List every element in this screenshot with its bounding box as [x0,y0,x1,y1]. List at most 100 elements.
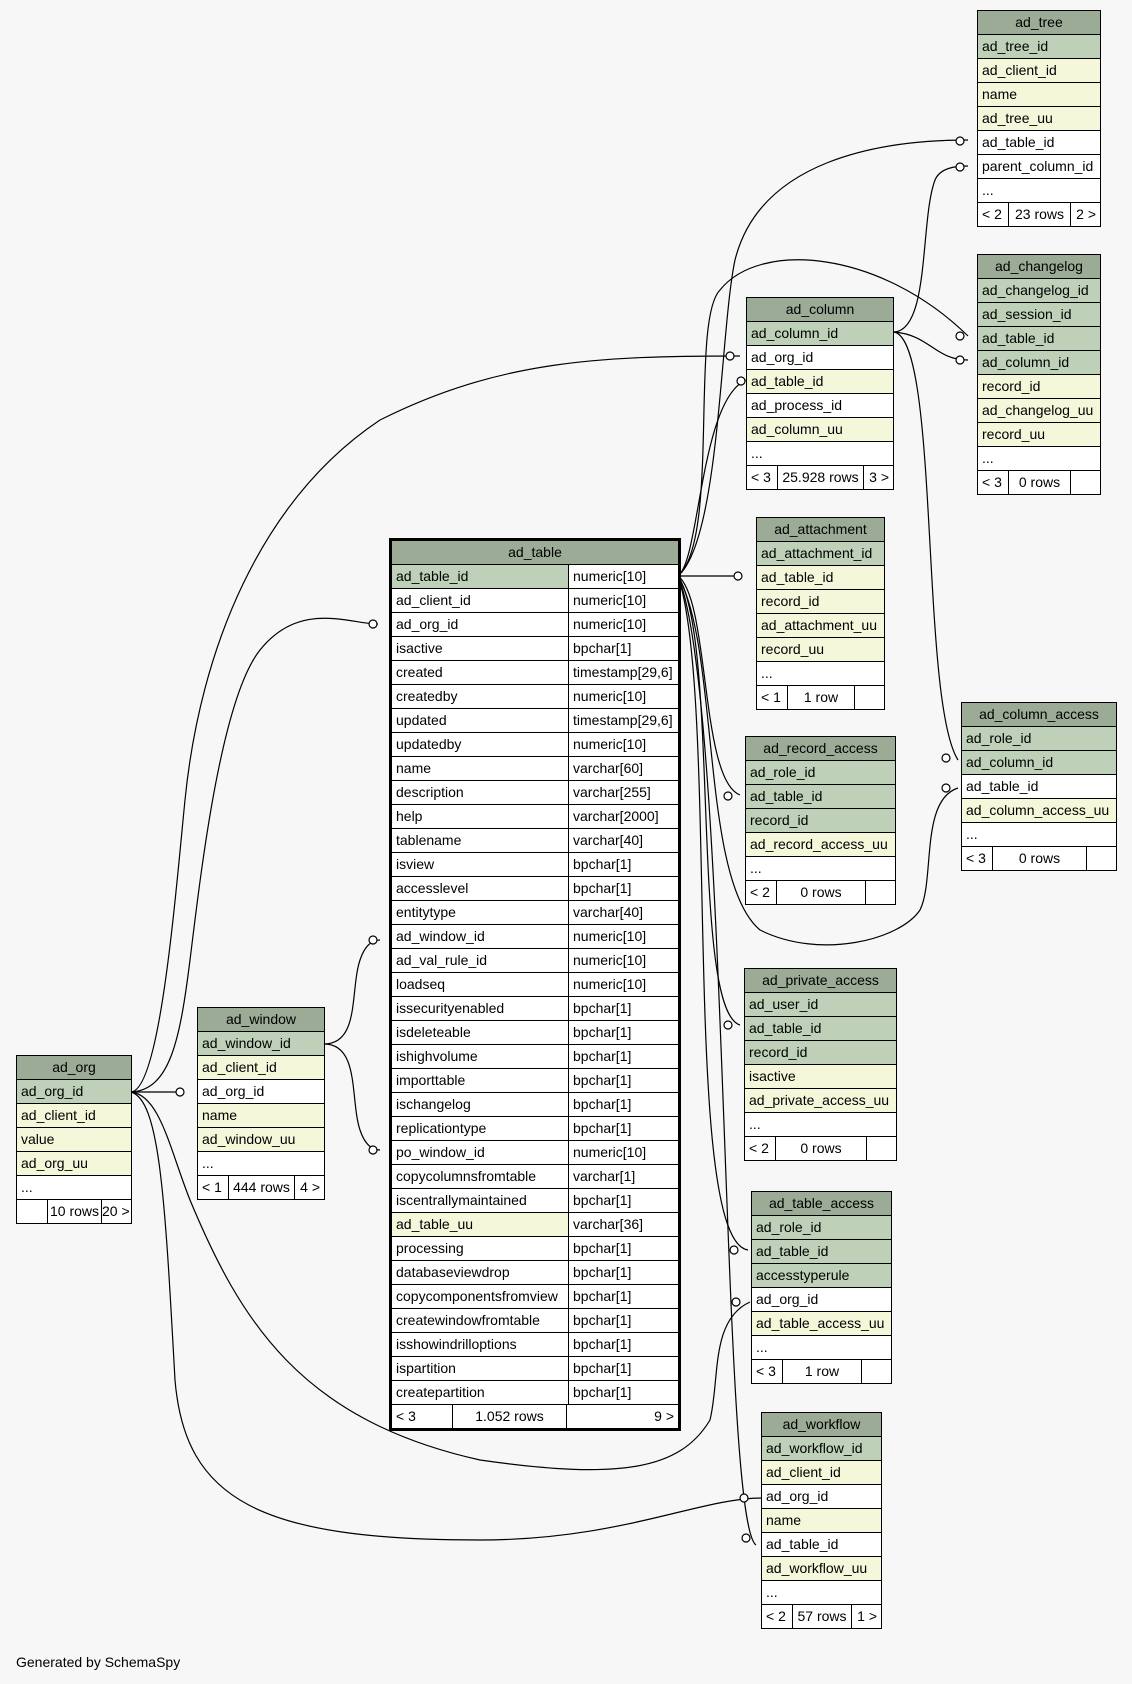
column-row[interactable]: ad_attachment_id [757,542,884,566]
column-row[interactable]: ad_window_id [198,1032,324,1056]
column-row[interactable]: ad_changelog_uu [978,399,1100,423]
column-row[interactable]: ad_private_access_uu [745,1089,896,1113]
column-row[interactable]: ... [745,1113,896,1137]
column-row[interactable]: ad_org_id [752,1288,891,1312]
column-row[interactable]: record_id [745,1041,896,1065]
column-row[interactable]: ad_org_id [747,346,893,370]
column-row[interactable]: ... [757,662,884,686]
column-row[interactable]: ad_client_id [762,1461,881,1485]
column-row[interactable]: ad_org_id [17,1080,131,1104]
column-row[interactable]: ad_window_uu [198,1128,324,1152]
column-row[interactable]: ad_column_access_uu [962,799,1116,823]
column-row[interactable]: ... [17,1176,131,1200]
column-row[interactable]: ad_session_id [978,303,1100,327]
column-row[interactable]: ad_org_id [762,1485,881,1509]
column-row[interactable]: accesstyperule [752,1264,891,1288]
column-row[interactable]: ad_table_id [747,370,893,394]
column-row[interactable]: ad_column_id [962,751,1116,775]
column-row[interactable]: ad_process_id [747,394,893,418]
column-row[interactable]: ad_org_uu [17,1152,131,1176]
column-row[interactable]: record_id [978,375,1100,399]
column-row[interactable]: ... [198,1152,324,1176]
column-row[interactable]: ad_table_id [746,785,895,809]
column-row[interactable]: ... [978,179,1100,203]
column-row[interactable]: ad_client_id [978,59,1100,83]
column-row[interactable]: ad_table_id [752,1240,891,1264]
column-row[interactable]: ad_workflow_id [762,1437,881,1461]
column-row[interactable]: record_id [757,590,884,614]
column-row[interactable]: ad_column_id [978,351,1100,375]
column-row[interactable]: ad_table_access_uu [752,1312,891,1336]
column-row[interactable]: ad_org_id [198,1080,324,1104]
column-row[interactable]: ... [746,857,895,881]
column-row[interactable]: ad_column_uu [747,418,893,442]
column-row[interactable]: ad_attachment_uu [757,614,884,638]
column-row[interactable]: ad_client_id [198,1056,324,1080]
column-row[interactable]: record_id [746,809,895,833]
column-row[interactable]: ... [762,1581,881,1605]
column-row[interactable]: ad_table_id [962,775,1116,799]
column-row[interactable]: ... [978,447,1100,471]
column-row[interactable]: ad_record_access_uu [746,833,895,857]
column-row[interactable]: ad_role_id [752,1216,891,1240]
column-row[interactable]: name [762,1509,881,1533]
column-row[interactable]: ad_user_id [745,993,896,1017]
column-row[interactable]: ad_tree_id [978,35,1100,59]
column-row[interactable]: name [198,1104,324,1128]
column-row[interactable]: parent_column_id [978,155,1100,179]
column-row[interactable]: ... [962,823,1116,847]
column-row[interactable]: ... [752,1336,891,1360]
column-row[interactable]: ad_workflow_uu [762,1557,881,1581]
column-row[interactable]: ... [747,442,893,466]
column-row[interactable]: ad_table_id [978,131,1100,155]
column-row[interactable]: ad_changelog_id [978,279,1100,303]
column-row[interactable]: ad_table_id [978,327,1100,351]
column-row[interactable]: record_uu [978,423,1100,447]
column-row[interactable]: ad_table_id [757,566,884,590]
column-row[interactable]: record_uu [757,638,884,662]
